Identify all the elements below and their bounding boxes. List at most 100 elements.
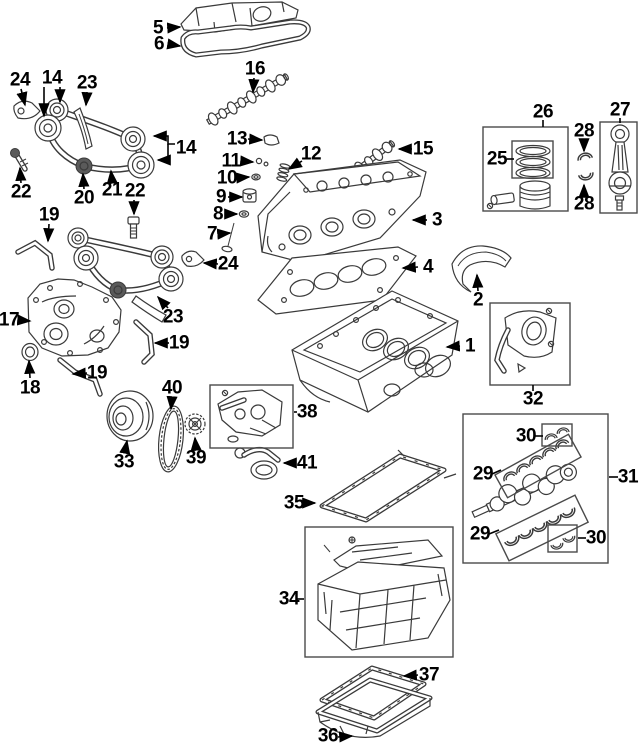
- thrust-bearings-30-top: [543, 426, 570, 441]
- leader-line-c19c: [71, 367, 88, 379]
- part-number-label-c10[interactable]: 10: [216, 167, 238, 189]
- cylinder-head: [257, 159, 427, 263]
- part-number-label-c18[interactable]: 18: [19, 377, 41, 399]
- leader-line-c7: [216, 228, 232, 240]
- part-number-label-c7[interactable]: 7: [206, 223, 218, 245]
- part-number-label-c30a[interactable]: 30: [515, 425, 537, 447]
- valve-lifter-9: [242, 188, 257, 203]
- oil-pipe-19-top: [15, 239, 55, 271]
- part-number-label-c35[interactable]: 35: [283, 492, 305, 514]
- part-number-label-c41[interactable]: 41: [296, 452, 318, 474]
- part-number-label-c24a[interactable]: 24: [9, 69, 31, 91]
- part-number-label-c40[interactable]: 40: [161, 377, 183, 399]
- valve-cover-gasket: [180, 19, 311, 58]
- part-number-label-c31[interactable]: 31: [617, 466, 639, 488]
- part-number-label-c28a[interactable]: 28: [573, 120, 595, 142]
- part-number-label-c23a[interactable]: 23: [76, 72, 98, 94]
- part-number-label-c28b[interactable]: 28: [573, 193, 595, 215]
- leader-line-c17: [16, 314, 32, 326]
- thrust-bearing-box-bottom: [547, 524, 578, 553]
- part-number-label-c9[interactable]: 9: [215, 186, 227, 208]
- part-number-label-c25[interactable]: 25: [486, 148, 508, 170]
- part-number-label-c34[interactable]: 34: [278, 588, 300, 610]
- leader-line-c13: [247, 133, 264, 145]
- crank-pulley-33: [106, 390, 154, 442]
- part-number-label-c3[interactable]: 3: [431, 209, 443, 231]
- leader-line-c33: [119, 439, 131, 455]
- part-number-label-c21[interactable]: 21: [101, 179, 123, 201]
- part-number-label-c19c[interactable]: 19: [86, 362, 108, 384]
- leader-line-c29a: [491, 469, 502, 475]
- part-number-label-c8[interactable]: 8: [212, 203, 224, 225]
- timing-cover: [27, 278, 122, 357]
- part-number-label-c30b[interactable]: 30: [585, 527, 607, 549]
- part-number-label-c20[interactable]: 20: [73, 187, 95, 209]
- callout-lines: [15, 22, 621, 743]
- part-number-label-c26[interactable]: 26: [532, 101, 554, 123]
- leader-line-c22a: [15, 166, 27, 184]
- chain-guide-23-lower: [131, 295, 167, 323]
- part-number-label-c11[interactable]: 11: [221, 150, 241, 172]
- leader-line-c29b: [488, 529, 500, 535]
- part-number-label-c5[interactable]: 5: [152, 17, 164, 39]
- part-number-label-c14a[interactable]: 14: [41, 67, 63, 89]
- leader-line-c24b: [202, 258, 219, 270]
- part-number-label-c22a[interactable]: 22: [10, 181, 32, 203]
- part-number-label-c2[interactable]: 2: [472, 289, 484, 311]
- cam-carrier-upper: [34, 98, 155, 179]
- leader-line-c37: [402, 669, 419, 681]
- leader-line-c39: [190, 436, 202, 452]
- part-number-label-c39[interactable]: 39: [185, 447, 207, 469]
- oil-pump-38: [217, 389, 283, 443]
- part-number-label-c24b[interactable]: 24: [217, 253, 239, 275]
- part-number-label-c15[interactable]: 15: [412, 138, 434, 160]
- rear-seal-box: [489, 302, 571, 386]
- part-number-label-c16[interactable]: 16: [244, 58, 266, 80]
- part-number-label-c19b[interactable]: 19: [168, 332, 190, 354]
- connecting-rod-27: [608, 124, 632, 211]
- part-number-label-c29b[interactable]: 29: [469, 523, 491, 545]
- part-number-label-c29a[interactable]: 29: [472, 463, 494, 485]
- part-number-label-c14b[interactable]: 14: [175, 137, 197, 159]
- part-number-label-c4[interactable]: 4: [422, 256, 434, 278]
- rocker-arm-24-lower: [181, 250, 205, 267]
- leader-line-c4: [401, 261, 419, 273]
- head-gasket: [257, 246, 417, 315]
- piston-rings-25: [515, 144, 551, 180]
- part-number-label-c27[interactable]: 27: [609, 99, 631, 121]
- upper-oil-pan-box: [304, 526, 454, 658]
- piston-assembly-box: [482, 126, 569, 212]
- leader-line-c19a: [43, 223, 55, 243]
- part-number-label-c12[interactable]: 12: [300, 143, 322, 165]
- part-number-label-c37[interactable]: 37: [418, 664, 440, 686]
- leader-line-c12: [287, 157, 303, 170]
- part-number-label-c23b[interactable]: 23: [162, 306, 184, 328]
- connecting-rod-box: [599, 121, 638, 214]
- leader-line-c6: [166, 38, 182, 50]
- leader-line-c20: [78, 172, 90, 190]
- leader-line-c14b: [156, 144, 171, 166]
- cam-carrier-lower: [67, 227, 184, 299]
- part-number-label-c17[interactable]: 17: [0, 309, 20, 331]
- rod-bearings-28: [576, 151, 595, 182]
- part-number-label-c13[interactable]: 13: [226, 128, 248, 150]
- oil-pump-box: [209, 384, 294, 449]
- part-number-label-c36[interactable]: 36: [317, 725, 339, 744]
- part-number-label-c19a[interactable]: 19: [38, 204, 60, 226]
- part-number-label-c33[interactable]: 33: [113, 451, 135, 473]
- part-number-label-c22b[interactable]: 22: [124, 180, 146, 202]
- leader-line-c23b: [156, 295, 171, 311]
- part-number-label-c1[interactable]: 1: [464, 335, 476, 357]
- leader-line-c24a: [16, 88, 28, 107]
- oil-pickup-tube-41: [234, 446, 281, 480]
- leader-line-c21: [106, 169, 118, 185]
- part-number-label-c6[interactable]: 6: [153, 33, 165, 55]
- leader-line-c11: [239, 155, 255, 167]
- spring-retainer-10: [251, 173, 261, 181]
- group-boxes: [209, 121, 638, 658]
- part-number-label-c32[interactable]: 32: [522, 388, 544, 410]
- rear-main-seal-32: [494, 307, 557, 374]
- part-number-label-c38[interactable]: 38: [296, 401, 318, 423]
- rocker-arm-24-top: [13, 100, 41, 120]
- valve-spring-12: [276, 163, 291, 182]
